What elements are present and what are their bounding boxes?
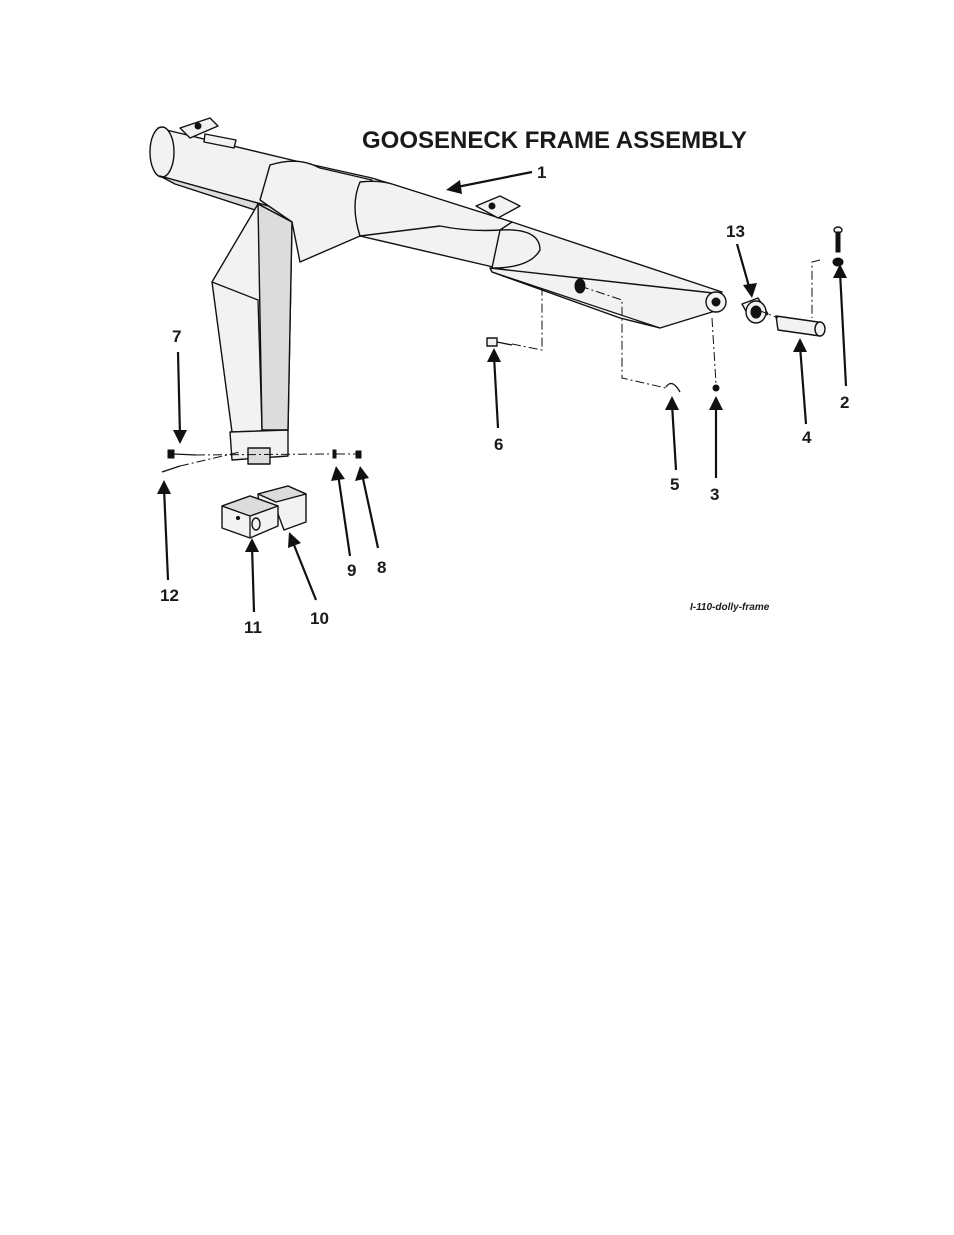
callout-1: 1 [537,163,546,182]
callout-3: 3 [710,485,719,504]
pin-part-4 [775,315,826,337]
callout-13: 13 [726,222,745,241]
figure-id: I-110-dolly-frame [690,602,770,613]
assembly-lines [179,259,821,467]
callout-12: 12 [160,586,179,605]
callout-2: 2 [840,393,849,412]
callout-9: 9 [347,561,356,580]
bolt-part-2 [832,226,844,267]
tube-lug-front [475,195,521,219]
diagram-title: GOOSENECK FRAME ASSEMBLY [362,127,747,154]
washer-part-9 [332,449,337,459]
leader-arrows [157,170,848,613]
tube-lug-rear [179,117,237,149]
callout-6: 6 [494,435,503,454]
split-block-part-11 [221,495,279,539]
gooseneck-frame [149,117,727,465]
callout-11: 11 [244,618,262,637]
cotter-key-part-12 [161,465,181,473]
callout-4: 4 [802,428,812,447]
fitting-part-3 [712,384,720,392]
bushing-part-13 [741,297,769,324]
callout-5: 5 [670,475,679,494]
cap-screw-part-6 [486,337,513,347]
callout-labels: 1 2 3 4 5 6 7 8 9 10 11 12 13 [160,163,849,637]
callout-8: 8 [377,558,386,577]
callout-10: 10 [310,609,329,628]
cotter-pin-part-5 [665,382,681,393]
nut-part-8 [355,450,362,459]
callout-7: 7 [172,327,181,346]
long-bolt-part-7 [167,449,197,459]
